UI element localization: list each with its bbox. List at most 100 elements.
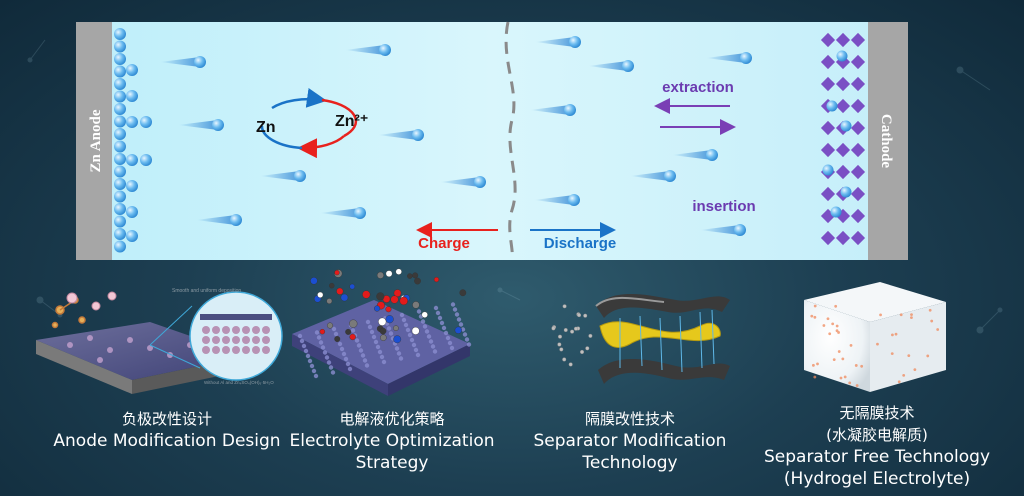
caption-zh: 电解液优化策略 [339,410,445,428]
inserted-ion [826,100,838,112]
cathode-crystal [820,230,836,246]
zinc-sphere [114,103,126,115]
cathode-label: Cathode [878,114,894,169]
zinc-sphere [114,140,126,153]
cathode [868,22,908,260]
zinc-ion [345,44,391,56]
zn-ion-label: Zn²⁺ [335,113,368,130]
zinc-sphere [114,53,126,65]
zinc-ion [588,60,634,72]
zinc-sphere [114,203,126,215]
inserted-ion [822,164,834,176]
cathode-crystal [835,230,851,246]
cathode-crystal [850,54,866,70]
cathode-crystal [835,32,851,48]
separator-modification-illustration [551,293,730,384]
caption-en: Separator Modification [533,431,727,451]
caption-en-2: Strategy [355,453,429,473]
inset-top-text: Smooth and uniform deposition [172,288,241,294]
zn-anode [76,22,112,260]
caption-en: Electrolyte Optimization [289,431,495,451]
zinc-ion [320,207,366,219]
inset-bottom-text: Without Al and Zn₄SO₄(OH)₆·5H₂O [204,380,274,385]
zinc-sphere [114,165,126,178]
cathode-crystal [835,142,851,158]
cathode-crystal [820,54,836,70]
cathode-crystal [835,76,851,92]
zinc-sphere [114,128,126,140]
caption-zh: 隔膜改性技术 [584,410,675,428]
zinc-sphere [114,28,126,40]
caption-zh: 负极改性设计 [121,410,212,428]
battery-cell: Zn Anode Cathode Zn Zn²⁺ Charge Discharg… [76,21,908,261]
charge-label: Charge [418,235,470,252]
extraction-insertion: extraction insertion [654,79,756,215]
zinc-sphere [114,90,126,103]
zinc-sphere [126,90,138,102]
zinc-sphere [126,116,138,128]
zinc-sphere [114,115,126,128]
cathode-crystal [850,186,866,202]
cathode-crystal [850,32,866,48]
caption-en: Separator Free Technology [763,447,991,467]
zinc-ion [178,119,224,131]
cathode-crystal [835,98,851,114]
caption-anode-modification: 负极改性设计 Anode Modification Design [32,408,302,452]
cathode-crystal [820,120,836,136]
caption-electrolyte-optimization: 电解液优化策略 Electrolyte Optimization Strateg… [274,408,510,474]
insertion-label: insertion [692,198,755,215]
zinc-ion [700,224,746,236]
anode-modification-illustration: Smooth and uniform deposition Without Al… [36,288,283,394]
hydrogel-electrolyte-illustration [804,282,946,392]
cathode-crystal [850,76,866,92]
cathode-crystal [850,208,866,224]
inserted-ion [836,50,848,62]
cathode-crystal [820,186,836,202]
extraction-label: extraction [662,79,734,96]
caption-zh: 无隔膜技术 [839,404,915,422]
zinc-sphere [114,215,126,228]
cathode-crystal [835,164,851,180]
cathode-crystal [850,164,866,180]
zinc-deposit-spheres [114,28,152,253]
caption-separator-free: 无隔膜技术 (水凝胶电解质) Separator Free Technology… [752,402,1002,490]
zinc-ion [672,149,718,161]
zinc-sphere [126,206,138,218]
zinc-sphere [140,154,152,166]
zinc-sphere [126,230,138,242]
discharge-label: Discharge [544,235,617,252]
charge-discharge: Charge Discharge [416,222,617,252]
caption-separator-modification: 隔膜改性技术 Separator Modification Technology [520,408,740,474]
zn-label: Zn [256,119,276,136]
zinc-ions [160,36,752,236]
zinc-sphere [114,153,126,165]
cathode-crystal [850,98,866,114]
zinc-sphere [114,78,126,90]
electrolyte-optimization-illustration [292,268,472,396]
zinc-ion [378,129,424,141]
zinc-ion [534,194,580,206]
zinc-sphere [114,178,126,190]
inserted-ion [840,120,852,132]
zinc-ion [260,170,306,182]
cathode-crystal [820,32,836,48]
cathode-lattice [820,32,866,246]
cathode-crystal [850,142,866,158]
zinc-ion [530,104,576,116]
zinc-sphere [140,116,152,128]
anode-label: Zn Anode [88,109,104,172]
zn-redox-cycle: Zn Zn²⁺ [256,88,368,159]
cathode-crystal [820,142,836,158]
zinc-sphere [126,180,138,192]
caption-en-2: (Hydrogel Electrolyte) [783,469,971,489]
inserted-ion [840,186,852,198]
zinc-sphere [114,228,126,240]
zinc-sphere [126,154,138,166]
zinc-sphere [114,65,126,78]
separator-line [504,21,517,261]
caption-en-2: Technology [582,453,678,473]
zinc-sphere [114,40,126,53]
zinc-sphere [126,64,138,76]
zinc-ion [706,52,752,64]
cathode-crystal [850,230,866,246]
